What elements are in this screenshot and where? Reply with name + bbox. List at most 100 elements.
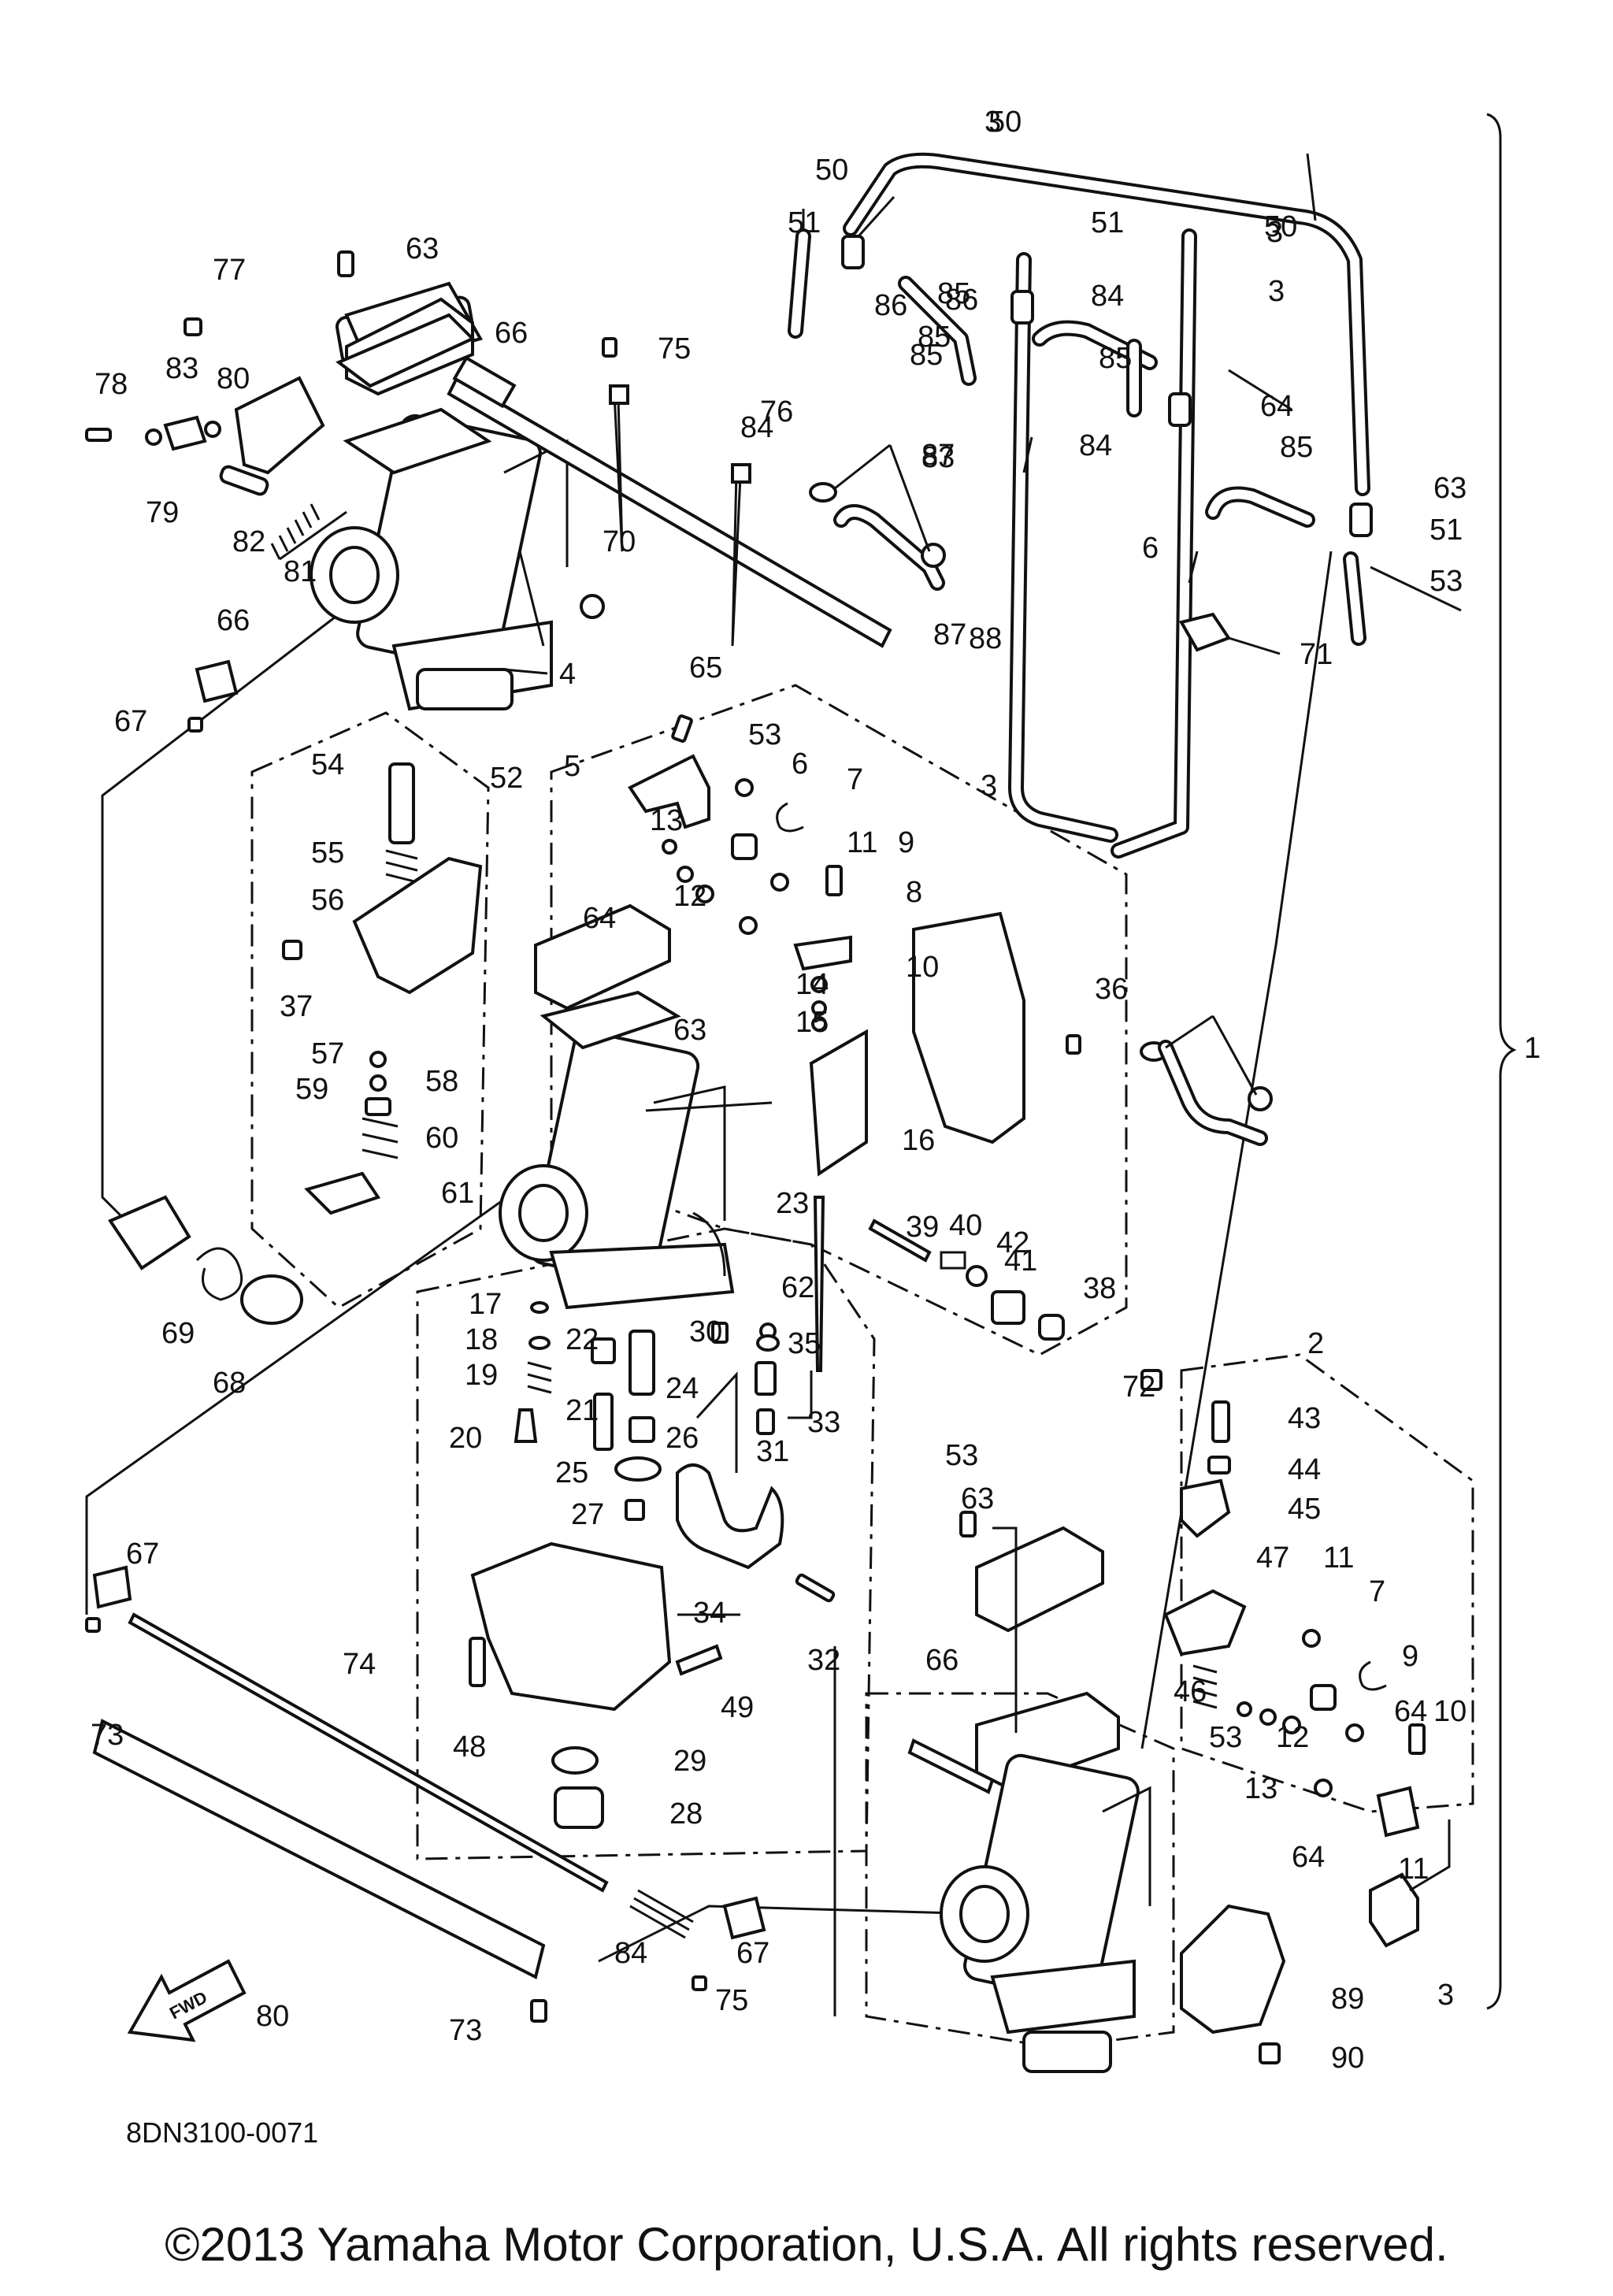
callout-label: 6	[792, 747, 808, 781]
callout-label: 85	[910, 339, 943, 372]
assembly-brace	[1486, 113, 1517, 2010]
carburetor-centre	[499, 990, 735, 1310]
lever-47	[1163, 1589, 1247, 1656]
callout-label: 17	[469, 1288, 502, 1321]
callout-label: 2	[1307, 1327, 1324, 1360]
leader-line	[1228, 369, 1292, 411]
callout-label: 64	[1260, 390, 1293, 423]
callout-label: 84	[740, 411, 773, 444]
washer-12	[677, 866, 694, 883]
callout-label: 81	[284, 555, 317, 588]
leader-line	[834, 443, 931, 552]
callout-label: 35	[788, 1327, 821, 1360]
screw-73-upper	[602, 337, 617, 358]
stud-43	[1211, 1400, 1230, 1443]
drain-screw-49	[675, 1644, 723, 1676]
callout-label: 7	[847, 763, 863, 796]
callout-label: 18	[465, 1323, 498, 1356]
callout-label: 86	[945, 284, 978, 317]
tie-75-right	[731, 472, 742, 647]
callout-label: 40	[949, 1209, 982, 1242]
callout-label: 37	[280, 990, 313, 1023]
callout-label: 75	[715, 1984, 748, 2017]
callout-label: 34	[693, 1597, 726, 1630]
callout-label: 63	[406, 232, 439, 265]
callout-label: 11	[847, 826, 877, 859]
gasket-16	[809, 1029, 868, 1177]
screw-89	[1259, 2042, 1281, 2064]
callout-label: 75	[658, 332, 691, 365]
bracket-10-upper	[793, 935, 852, 971]
leader-line	[503, 668, 548, 675]
washer-25	[614, 1456, 662, 1482]
callout-label: 11	[1398, 1853, 1429, 1886]
ring-14	[810, 976, 828, 993]
ring-53-lower-a	[1302, 1629, 1321, 1648]
spring-40	[940, 1251, 966, 1270]
clamp-87-a	[809, 482, 837, 503]
fwd-arrow	[127, 1959, 247, 2042]
washer-58	[369, 1074, 387, 1092]
screw-67-upper	[187, 717, 203, 733]
callout-label: 83	[921, 441, 955, 474]
callout-label: 28	[669, 1797, 703, 1830]
screw-65	[671, 714, 693, 743]
callout-label: 50	[815, 154, 848, 187]
tie-75-left	[613, 393, 624, 552]
spring-69	[195, 1247, 243, 1301]
jet-20	[514, 1408, 538, 1443]
washer-13-lower	[1237, 1701, 1252, 1717]
callout-label: 82	[232, 525, 265, 558]
callout-label: 16	[902, 1124, 935, 1157]
leader-line	[1140, 551, 1333, 1749]
cam-bracket	[108, 1195, 191, 1270]
callout-label: 3	[1437, 1979, 1454, 2012]
callout-label: 70	[603, 525, 636, 558]
washer-57	[369, 1051, 387, 1068]
callout-label: 10	[1433, 1695, 1467, 1728]
callout-label: 44	[1288, 1453, 1321, 1486]
callout-label: 64	[583, 902, 616, 935]
callout-label: 65	[689, 651, 722, 684]
callout-label: 31	[756, 1435, 789, 1468]
washer-12-lower	[1259, 1708, 1277, 1726]
callout-label: 59	[295, 1073, 328, 1106]
t-joint-85-b	[1010, 290, 1034, 325]
plug-27	[625, 1499, 645, 1521]
callout-label: 11	[1323, 1541, 1354, 1575]
assembly-outline-left-group	[250, 711, 490, 1309]
callout-label: 33	[807, 1406, 840, 1439]
callout-label: 66	[925, 1644, 959, 1677]
callout-label: 62	[781, 1271, 814, 1304]
callout-label: 27	[571, 1498, 604, 1531]
screw-39	[868, 1218, 932, 1263]
spring-19	[527, 1361, 552, 1394]
cap-26	[629, 1416, 655, 1443]
callout-label: 67	[736, 1937, 769, 1970]
washer-11-lower-b	[1345, 1723, 1364, 1742]
leader-line	[695, 1371, 738, 1473]
callout-label: 43	[1288, 1402, 1321, 1435]
connector-90	[1369, 1872, 1419, 1948]
hose-86-right-inner	[1161, 1043, 1265, 1143]
collar-68	[240, 1274, 303, 1325]
callout-label: 55	[311, 836, 344, 870]
callout-label: 41	[1004, 1244, 1037, 1278]
screw-9-lower	[1408, 1723, 1426, 1755]
nut-59	[365, 1097, 391, 1116]
callout-label: 7	[1369, 1575, 1385, 1608]
callout-label: 3	[981, 770, 997, 803]
tie-head-75-left	[609, 384, 629, 405]
oring-35	[756, 1334, 780, 1352]
callout-label: 49	[721, 1691, 754, 1724]
wire-90	[1409, 1819, 1451, 1892]
callout-label: 51	[788, 206, 821, 239]
needle-23	[813, 1196, 825, 1372]
top-cover-centre	[534, 903, 671, 1011]
leader-line	[101, 613, 339, 1230]
callout-label: 53	[945, 1439, 978, 1472]
callout-label: 88	[969, 622, 1002, 655]
callout-label: 73	[449, 2014, 482, 2047]
callout-label: 3	[984, 106, 1001, 139]
callout-label: 67	[114, 705, 147, 738]
